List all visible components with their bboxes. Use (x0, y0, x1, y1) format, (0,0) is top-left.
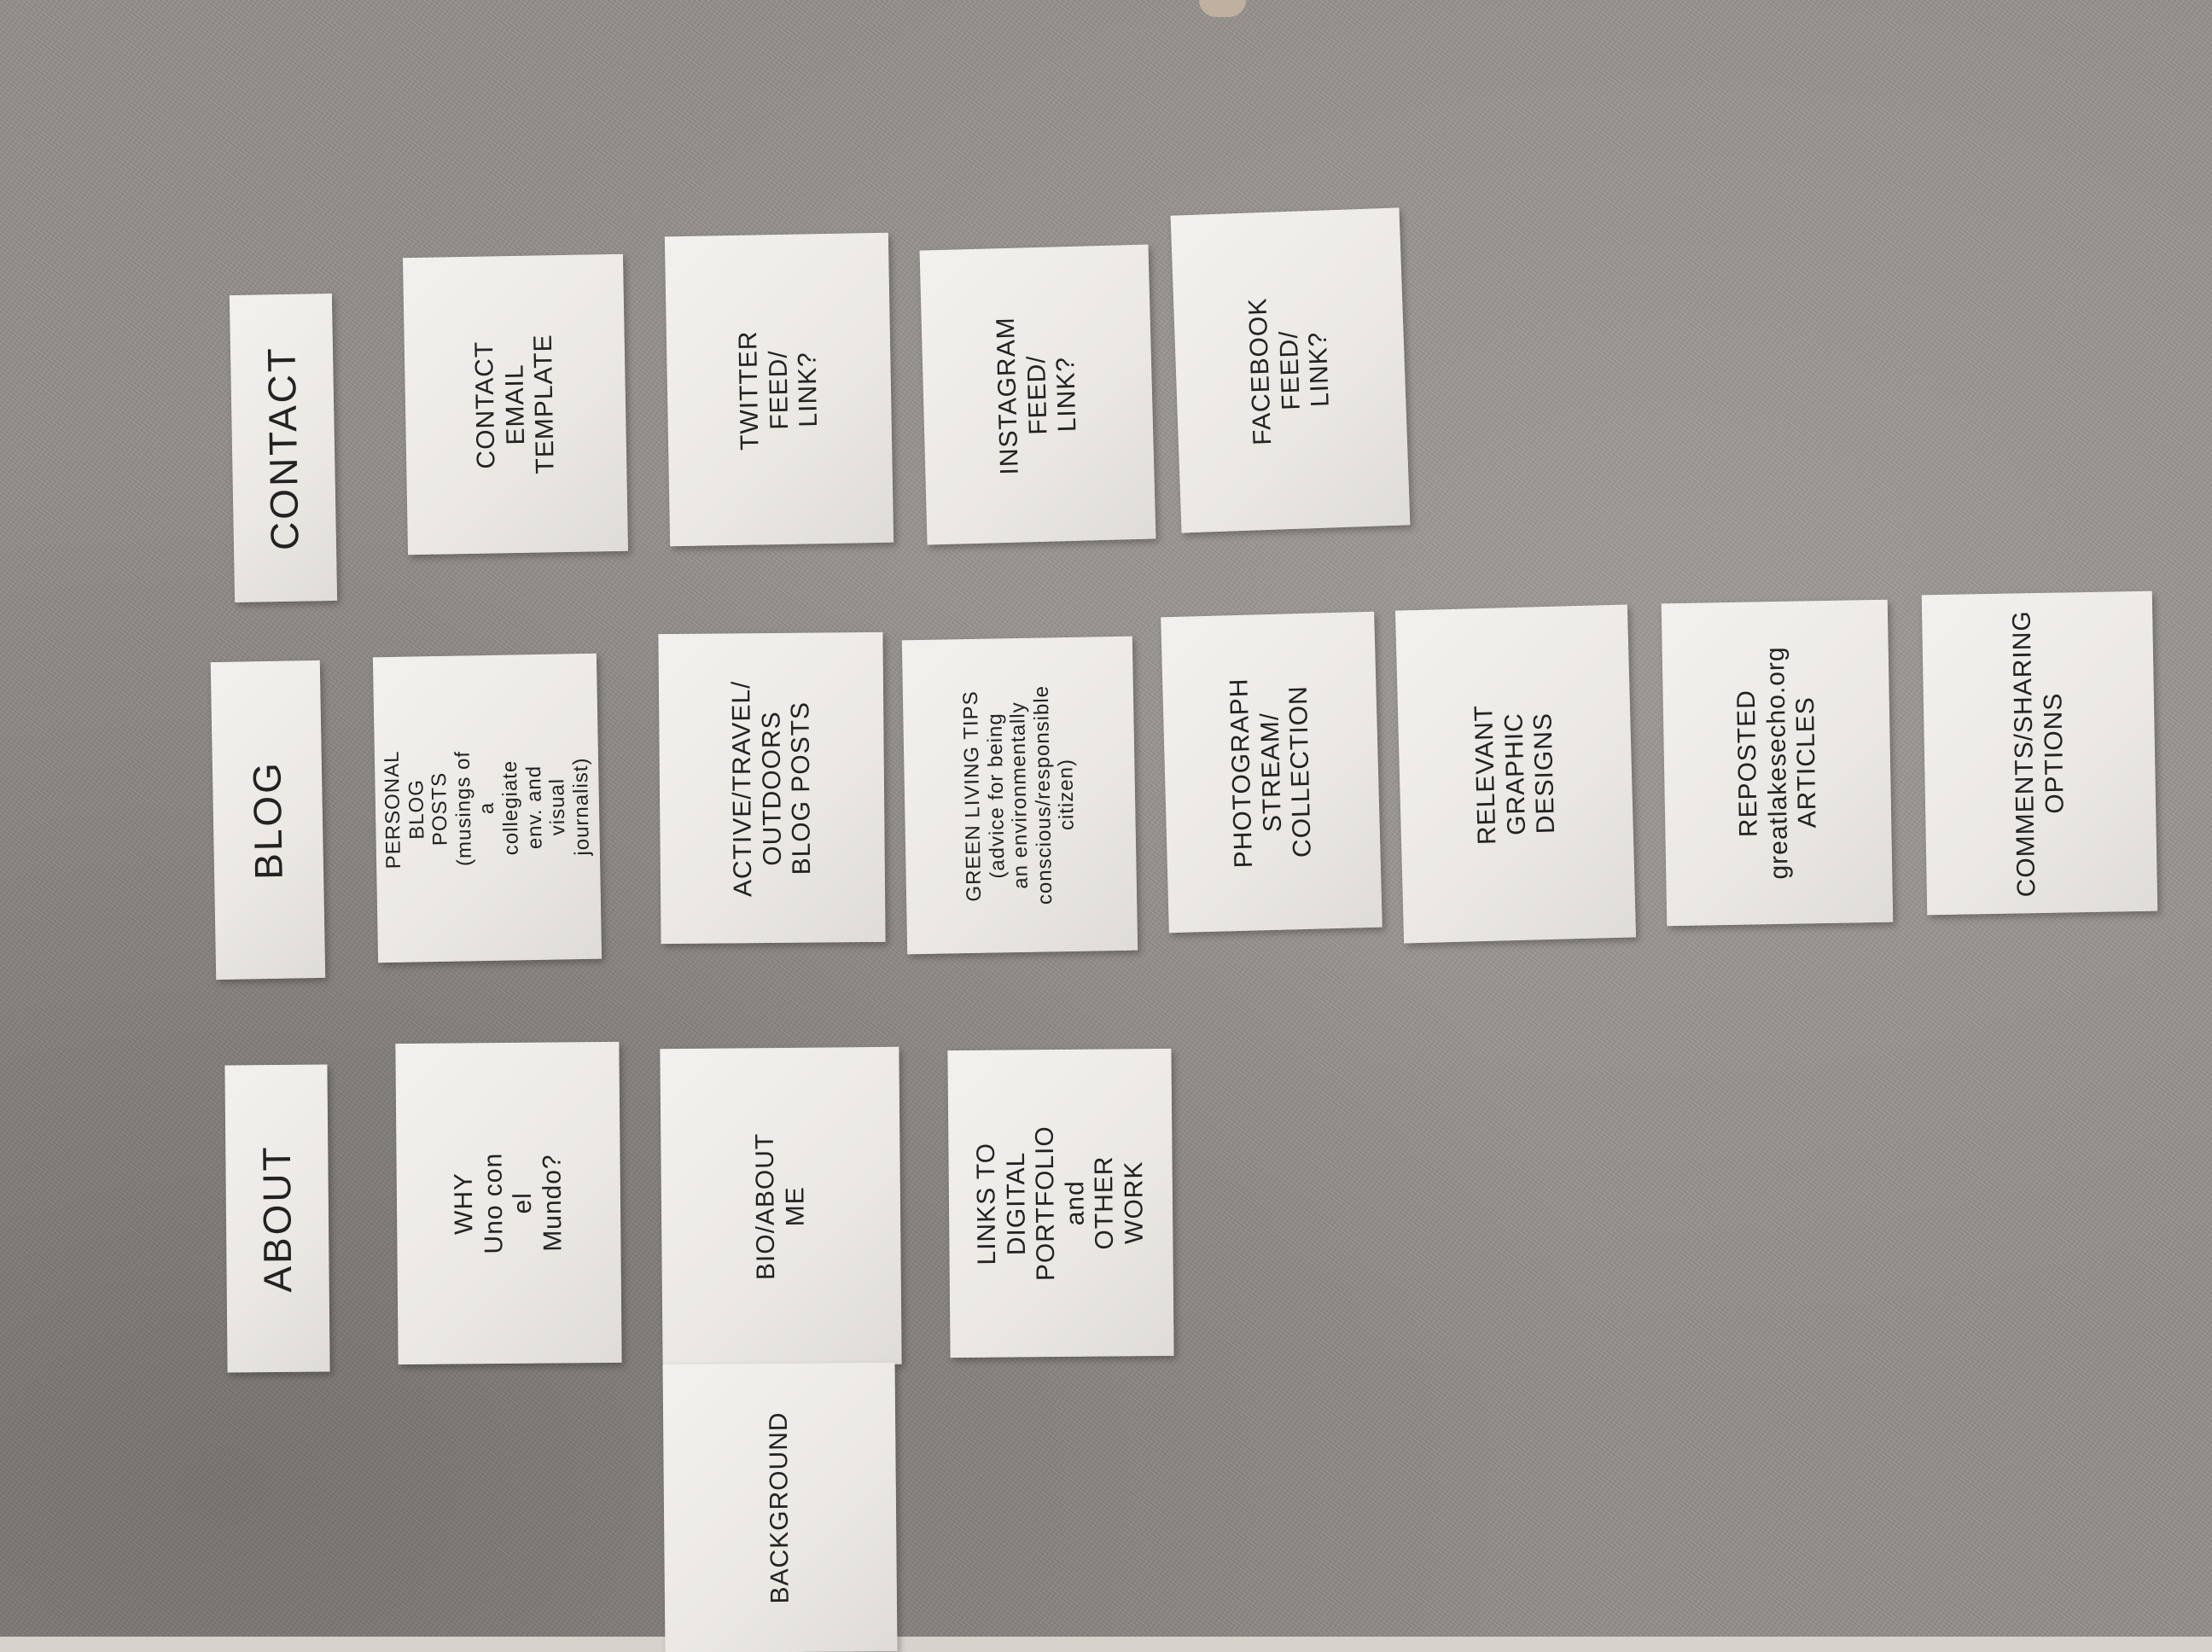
personal-blog-posts-card: PERSONAL BLOG POSTS (musings of a colleg… (372, 653, 602, 963)
twitter-text: TWITTER FEED/ LINK? (734, 329, 824, 451)
twitter-card: TWITTER FEED/ LINK? (664, 232, 894, 547)
desk-corner-glint (1199, 0, 1246, 17)
blog-header-card: BLOG (210, 660, 326, 980)
reposted-articles-text: REPOSTED greatlakesecho.org ARTICLES (1732, 646, 1822, 880)
contact-header-card: CONTACT (229, 293, 338, 603)
reposted-articles-card: REPOSTED greatlakesecho.org ARTICLES (1661, 599, 1894, 927)
links-digital-portfolio-text: LINKS TO DIGITAL PORTFOLIO and OTHER WOR… (971, 1126, 1149, 1282)
bio-about-me-card: BIO/ABOUT ME (660, 1046, 902, 1367)
active-travel-outdoors-text: ACTIVE/TRAVEL/ OUTDOORS BLOG POSTS (726, 679, 816, 897)
green-living-tips-text: GREEN LIVING TIPS (advice for being an e… (958, 684, 1080, 905)
background-card: BACKGROUND (662, 1362, 898, 1652)
background-text: BACKGROUND (764, 1411, 795, 1604)
comments-sharing-card: COMMENTS/SHARING OPTIONS (1921, 590, 2158, 916)
green-living-tips-card: GREEN LIVING TIPS (advice for being an e… (901, 636, 1138, 955)
instagram-text: INSTAGRAM FEED/ LINK? (991, 316, 1082, 475)
instagram-card: INSTAGRAM FEED/ LINK? (919, 244, 1156, 545)
wall-strip (0, 1637, 2212, 1652)
photograph-stream-text: PHOTOGRAPH STREAM/ COLLECTION (1225, 678, 1317, 869)
why-uno-con-el-mundo-text: WHY Uno con el Mundo? (449, 1152, 567, 1254)
facebook-card: FACEBOOK FEED/ LINK? (1170, 207, 1411, 533)
comments-sharing-text: COMMENTS/SHARING OPTIONS (2007, 609, 2069, 898)
contact-header-text: CONTACT (259, 345, 307, 551)
facebook-text: FACEBOOK FEED/ LINK? (1243, 297, 1335, 446)
photograph-stream-card: PHOTOGRAPH STREAM/ COLLECTION (1161, 611, 1382, 934)
about-header-card: ABOUT (224, 1064, 330, 1373)
links-digital-portfolio-card: LINKS TO DIGITAL PORTFOLIO and OTHER WOR… (947, 1048, 1174, 1358)
personal-blog-posts-text: PERSONAL BLOG POSTS (musings of a colleg… (380, 750, 594, 870)
active-travel-outdoors-card: ACTIVE/TRAVEL/ OUTDOORS BLOG POSTS (658, 631, 886, 945)
contact-email-template-card: CONTACT EMAIL TEMPLATE (402, 253, 629, 556)
graphic-designs-card: RELEVANT GRAPHIC DESIGNS (1394, 604, 1637, 944)
about-header-text: ABOUT (253, 1144, 300, 1293)
why-uno-con-el-mundo-card: WHY Uno con el Mundo? (395, 1041, 622, 1365)
graphic-designs-text: RELEVANT GRAPHIC DESIGNS (1470, 704, 1561, 846)
bio-about-me-text: BIO/ABOUT ME (750, 1132, 810, 1281)
blog-header-text: BLOG (244, 759, 291, 881)
contact-email-template-text: CONTACT EMAIL TEMPLATE (469, 334, 560, 474)
